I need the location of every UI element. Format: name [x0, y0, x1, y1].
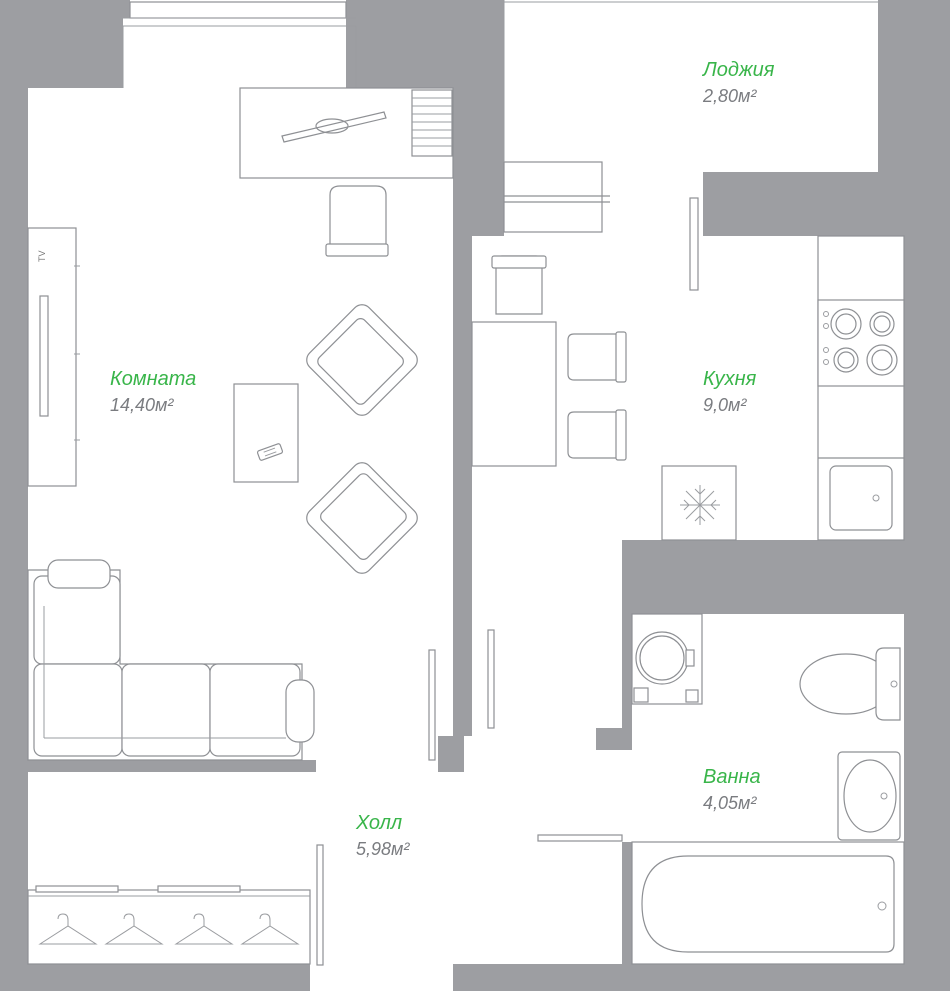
hanger-icon — [104, 913, 164, 945]
hall-furniture — [27, 885, 311, 965]
washing-machine — [631, 613, 703, 705]
room-name: Комната — [110, 368, 196, 390]
kitchen-sink — [829, 465, 893, 531]
doors — [316, 629, 623, 966]
hall-area: 5,98м² — [356, 839, 410, 859]
kitchen-furniture — [471, 235, 905, 541]
hanger-icon — [38, 913, 98, 945]
loggia-area: 2,80м² — [702, 86, 757, 106]
kitchen-area: 9,0м² — [703, 395, 747, 415]
armchair-top — [306, 304, 418, 416]
windows — [122, 0, 878, 291]
corner-sofa — [27, 559, 315, 761]
radiator — [411, 89, 453, 157]
tv-unit: TV — [27, 227, 80, 487]
bath-name: Ванна — [703, 766, 761, 788]
armchair-bottom — [306, 462, 418, 574]
toilet — [799, 647, 901, 721]
tv-label: TV — [37, 250, 47, 262]
remote-icon — [256, 443, 284, 461]
bath-furniture — [631, 613, 905, 965]
kitchen-name: Кухня — [703, 368, 757, 390]
loggia-name: Лоджия — [701, 59, 775, 81]
snowflake-icon — [680, 485, 720, 525]
bathtub — [631, 841, 905, 965]
cooktop — [823, 308, 898, 376]
bath-area: 4,05м² — [703, 793, 757, 813]
room-furniture: TV — [27, 87, 454, 761]
hanger-icon — [240, 913, 300, 945]
room-area: 14,40м² — [110, 395, 174, 415]
hanger-icon — [174, 913, 234, 945]
fridge — [661, 465, 737, 541]
washbasin — [837, 751, 901, 841]
room-labels: Лоджия 2,80м² Комната 14,40м² Кухня 9,0м… — [110, 59, 775, 859]
hall-name: Холл — [355, 812, 402, 834]
